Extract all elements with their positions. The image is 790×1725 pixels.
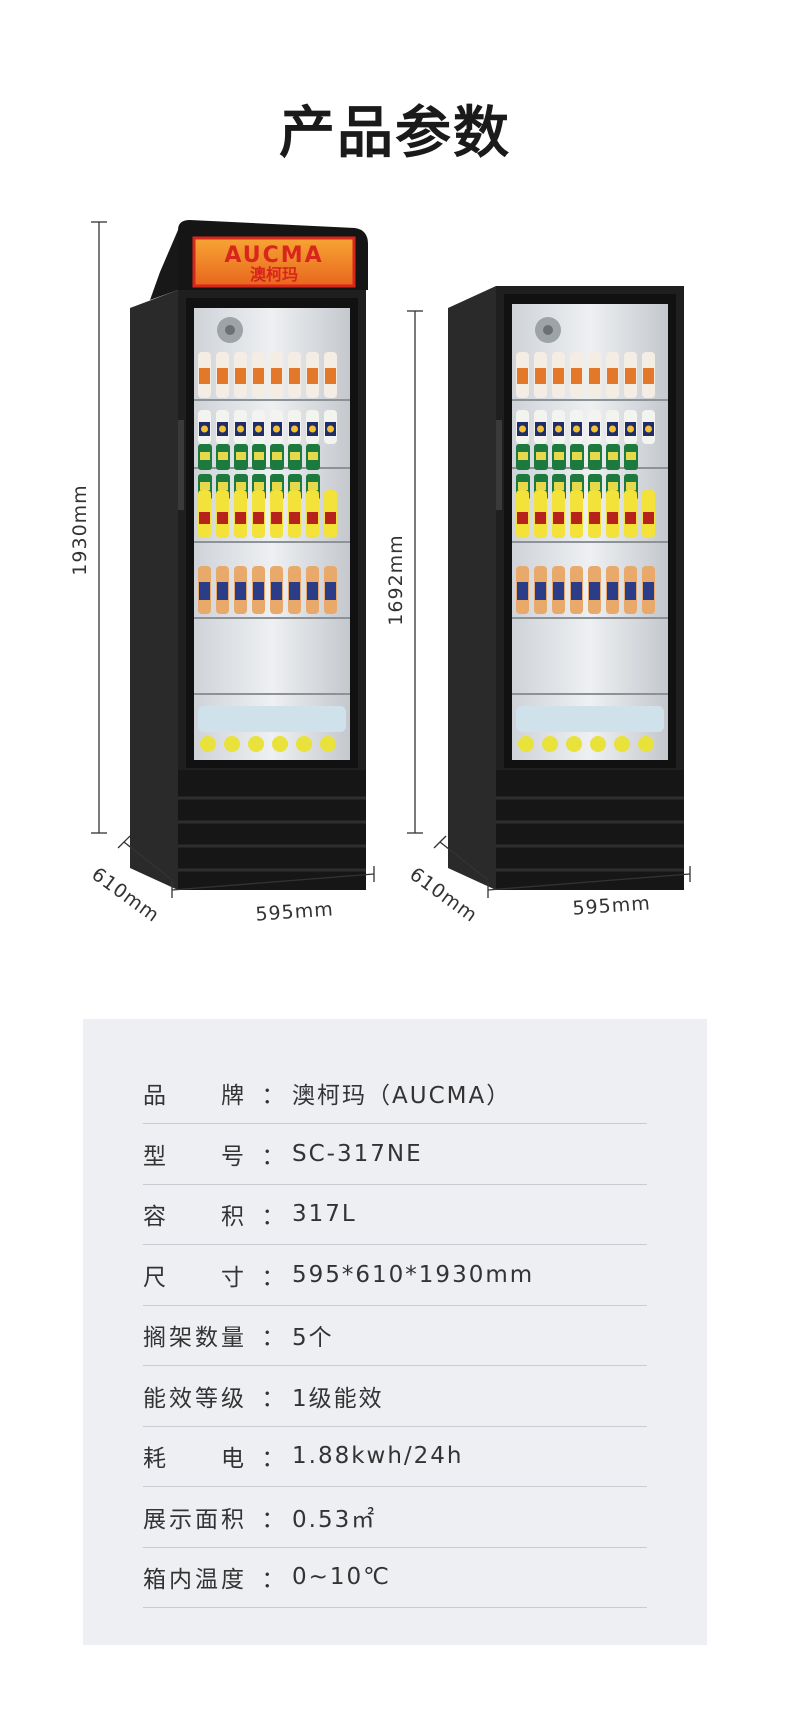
product-dimension-figure: AUCMA 澳柯玛 [0,200,790,940]
logo-text-cn: 澳柯玛 [250,265,298,284]
spec-value: 317L [292,1201,357,1227]
spec-colon: ： [261,1567,287,1593]
spec-row: 容积：317L [143,1184,647,1245]
spec-colon: ： [261,1325,287,1351]
fridge-short [448,286,684,890]
spec-label: 能效等级 [143,1379,246,1413]
dimension-height-tall: 1930mm [69,484,91,575]
spec-row: 展示面积 ：0.53㎡ [143,1487,647,1548]
spec-label-char: 内 [169,1567,194,1593]
spec-label: 型号 [143,1137,246,1171]
spec-colon: ： [261,1385,287,1412]
spec-colon: ： [261,1204,287,1230]
spec-value: 5个 [292,1325,334,1351]
spec-label-char: 能 [143,1385,168,1412]
spec-label-char: 牌 [221,1083,246,1109]
spec-colon: ： [261,1506,287,1533]
spec-label-char: 耗 [143,1446,168,1472]
dimension-width-right: 595mm [572,892,652,919]
spec-row: 能效等级 ：1级能效 [143,1366,647,1427]
spec-value: 0~10℃ [292,1564,392,1590]
spec-label-char: 积 [221,1506,246,1533]
spec-label-char: 架 [169,1325,194,1351]
spec-label: 箱内温度 [143,1560,246,1594]
spec-colon: ： [261,1083,287,1109]
spec-row: 尺寸：595*610*1930mm [143,1245,647,1306]
spec-label: 容积 [143,1197,246,1231]
spec-row: 耗电：1.88kwh/24h [143,1426,647,1487]
spec-label-char: 容 [143,1204,168,1230]
spec-label-char: 型 [143,1143,168,1170]
spec-label: 品牌 [143,1076,246,1110]
spec-label-char: 量 [221,1325,246,1351]
spec-label-char: 效 [169,1385,194,1412]
spec-label: 耗电 [143,1439,246,1473]
spec-label-char: 寸 [221,1264,246,1291]
spec-value: 0.53㎡ [292,1506,377,1533]
spec-value: 595*610*1930mm [292,1261,535,1288]
spec-label: 尺寸 [143,1258,246,1292]
spec-colon: ： [261,1264,287,1291]
spec-label-char: 展 [143,1506,168,1533]
spec-value: 1.88kwh/24h [292,1443,464,1469]
dimension-width-left: 595mm [255,898,335,925]
spec-row: 搁架数量 ：5个 [143,1305,647,1366]
spec-row: 品牌：澳柯玛（AUCMA） [143,1063,647,1124]
spec-label-char: 级 [221,1385,246,1412]
fridge-tall: AUCMA 澳柯玛 [130,220,368,890]
spec-label-char: 搁 [143,1325,168,1351]
spec-label: 展示面积 [143,1500,246,1534]
spec-label-char: 示 [169,1506,194,1533]
spec-label-char: 号 [221,1143,246,1170]
spec-label-char: 温 [195,1567,220,1593]
dimension-height-short: 1692mm [385,534,407,625]
spec-row: 箱内温度 ：0~10℃ [143,1547,647,1608]
spec-label-char: 电 [221,1446,246,1472]
dimension-lines [91,221,691,898]
spec-value: SC-317NE [292,1140,423,1167]
spec-value: 1级能效 [292,1385,384,1412]
spec-label-char: 积 [221,1204,246,1230]
spec-label-char: 面 [195,1506,220,1533]
spec-colon: ： [261,1143,287,1170]
spec-label-char: 尺 [143,1264,168,1291]
spec-label-char: 等 [195,1385,220,1412]
page-title: 产品参数 [279,101,511,166]
fridge-dimension-drawing: AUCMA 澳柯玛 [69,220,691,927]
spec-label: 搁架数量 [143,1318,246,1352]
spec-label-char: 度 [221,1567,246,1593]
logo-text-en: AUCMA [224,243,323,268]
spec-label-char: 箱 [143,1567,168,1593]
spec-row: 型号：SC-317NE [143,1124,647,1185]
spec-colon: ： [261,1446,287,1472]
spec-label-char: 数 [195,1325,220,1351]
spec-label-char: 品 [143,1083,168,1109]
spec-value: 澳柯玛（AUCMA） [292,1083,512,1109]
